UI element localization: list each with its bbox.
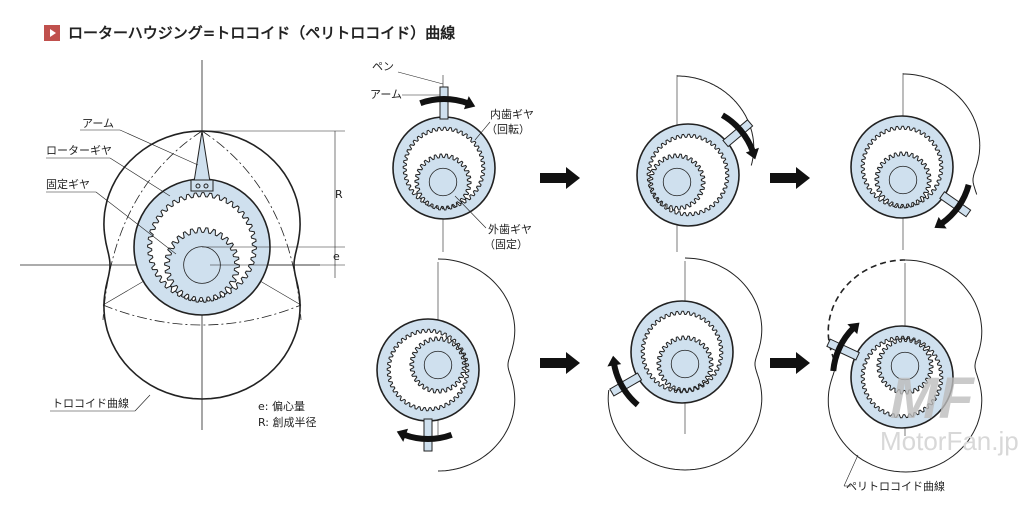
arrow-right-3-icon bbox=[540, 352, 580, 374]
step6-arm bbox=[826, 338, 860, 361]
step3-shaft-circle bbox=[888, 165, 918, 195]
leader-external bbox=[454, 195, 487, 229]
step3-rotation-arrow bbox=[939, 183, 972, 227]
step6-shaft-circle bbox=[890, 351, 920, 381]
step2-rotation-arrow bbox=[720, 112, 756, 153]
step2-arrowhead-icon bbox=[745, 147, 759, 160]
label-arm: アーム bbox=[82, 117, 114, 130]
step1-external-gear bbox=[414, 153, 472, 211]
watermark-logo: MF bbox=[890, 366, 975, 431]
step5-rotation-arrow bbox=[611, 363, 640, 408]
step5-external-gear bbox=[656, 335, 714, 393]
arrow-right-2-icon bbox=[770, 167, 810, 189]
arm-pin-2 bbox=[203, 183, 209, 189]
leader-rotor-2 bbox=[109, 157, 171, 197]
trochoid-curve bbox=[103, 130, 301, 400]
label-e: e bbox=[333, 250, 340, 263]
step5-shaft-circle bbox=[670, 349, 700, 379]
play-triangle-icon bbox=[44, 24, 60, 41]
step4-peritrochoid-curve bbox=[437, 258, 516, 472]
step6-arm-group bbox=[826, 338, 860, 361]
label-internal-gear: 内歯ギヤ bbox=[490, 107, 534, 121]
step2-shaft-circle bbox=[662, 167, 692, 197]
label-trochoid-curve: トロコイド曲線 bbox=[52, 396, 129, 410]
label-pen: ペン bbox=[372, 60, 394, 73]
step6-rotation-arrow bbox=[830, 326, 856, 372]
label-fixed-gear: 固定ギヤ bbox=[46, 177, 90, 191]
leader-peri-2 bbox=[843, 454, 859, 487]
step1-arm-group bbox=[439, 86, 449, 120]
step2-external-gear bbox=[648, 153, 706, 211]
step2-arm-group bbox=[722, 119, 754, 148]
step1-arm bbox=[439, 86, 449, 120]
step4-arm-group bbox=[423, 418, 433, 452]
step3-arm-group bbox=[939, 191, 972, 218]
step4-shaft-circle bbox=[423, 350, 453, 380]
step3-arm bbox=[939, 191, 972, 218]
step6-arrowhead-icon bbox=[847, 322, 860, 335]
step2-arm bbox=[722, 119, 754, 148]
left-arm-base bbox=[190, 179, 214, 192]
leader-fixed-2 bbox=[95, 191, 177, 255]
label-external-note: （固定） bbox=[484, 237, 528, 251]
leader-pen bbox=[397, 71, 444, 85]
step4-rotation-arrow bbox=[403, 431, 453, 442]
rotor-flank-right bbox=[201, 130, 302, 321]
arrow-right-4-icon bbox=[770, 352, 810, 374]
step1-shaft-circle bbox=[428, 167, 458, 197]
step3-arrowhead-icon bbox=[934, 217, 947, 229]
label-R: R bbox=[335, 188, 343, 201]
legend-e: e: 偏心量 bbox=[258, 399, 305, 413]
rotor-flank-left bbox=[102, 130, 203, 321]
diagram-drawing bbox=[20, 60, 983, 487]
leader-curve-2 bbox=[134, 394, 151, 412]
label-internal-note: （回転） bbox=[486, 123, 530, 136]
step5-peritrochoid-curve bbox=[607, 257, 763, 471]
step3-external-gear bbox=[874, 151, 932, 209]
label-peritrochoid: ペリトロコイド曲線 bbox=[846, 479, 945, 493]
left-arm bbox=[193, 130, 211, 183]
step4-external-gear bbox=[409, 336, 467, 394]
arrow-right-1-icon bbox=[540, 167, 580, 189]
step6-external-gear bbox=[876, 337, 934, 395]
step4-arm bbox=[423, 418, 433, 452]
rotor-flank-bottom bbox=[102, 304, 302, 326]
label-arm-right: アーム bbox=[370, 88, 402, 101]
page-title: ローターハウジング=トロコイド（ペリトロコイド）曲線 bbox=[44, 22, 455, 43]
leader-arm-2 bbox=[119, 129, 199, 166]
label-rotor-gear: ローターギヤ bbox=[46, 144, 112, 157]
watermark-text: MotorFan.jp bbox=[880, 426, 1019, 456]
step5-arm-group bbox=[609, 372, 643, 397]
label-external-gear: 外歯ギヤ bbox=[488, 223, 532, 236]
left-external-gear bbox=[164, 227, 240, 303]
step5-arrowhead-icon bbox=[607, 355, 622, 367]
leader-internal bbox=[474, 121, 491, 141]
step5-arm bbox=[609, 372, 643, 397]
step6-peritrochoid-curve bbox=[827, 259, 983, 473]
arm-pin-1 bbox=[195, 183, 201, 189]
title-text: ローターハウジング=トロコイド（ペリトロコイド）曲線 bbox=[68, 24, 456, 42]
step4-arrowhead-icon bbox=[396, 428, 409, 442]
step3-peritrochoid-curve bbox=[903, 73, 981, 195]
legend-R: R: 創成半径 bbox=[258, 415, 317, 429]
step1-arrowhead-icon bbox=[463, 96, 476, 110]
step1-rotation-arrow bbox=[419, 96, 469, 107]
